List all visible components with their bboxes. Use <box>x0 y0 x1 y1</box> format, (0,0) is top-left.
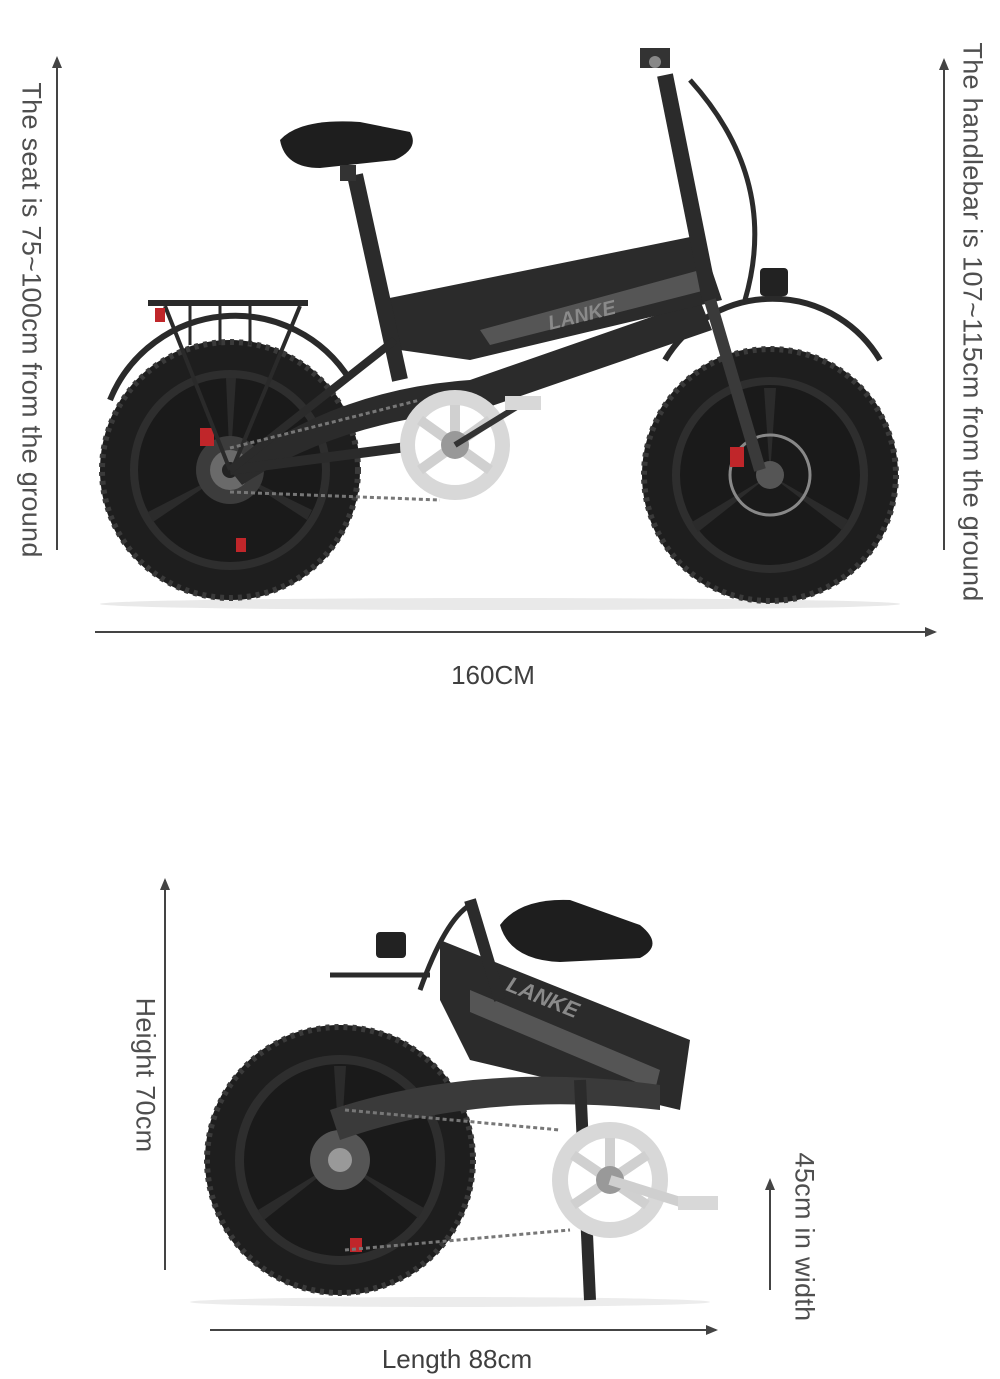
seat-height-label: The seat is 75~100cm from the ground <box>16 82 47 558</box>
unfolded-chainring <box>400 390 541 500</box>
handlebar-stem <box>640 48 788 472</box>
unfolded-seat <box>280 121 413 181</box>
front-wheel <box>641 346 899 604</box>
folded-height-label: Height 70cm <box>130 997 161 1153</box>
front-brake-caliper <box>730 447 744 467</box>
unfolded-length-label: 160CM <box>451 660 535 690</box>
folded-frame: LANKE <box>330 898 690 1301</box>
folded-width-label: 45cm in width <box>789 1152 820 1322</box>
handlebar-height-label: The handlebar is 107~115cm from the grou… <box>957 42 988 602</box>
rear-brake-caliper <box>200 428 214 446</box>
folded-seat <box>500 899 653 962</box>
folded-length-label: Length 88cm <box>381 1344 533 1374</box>
rear-rack <box>148 300 308 471</box>
folded-chainring <box>552 1122 718 1238</box>
folded-wheel <box>204 1024 476 1296</box>
